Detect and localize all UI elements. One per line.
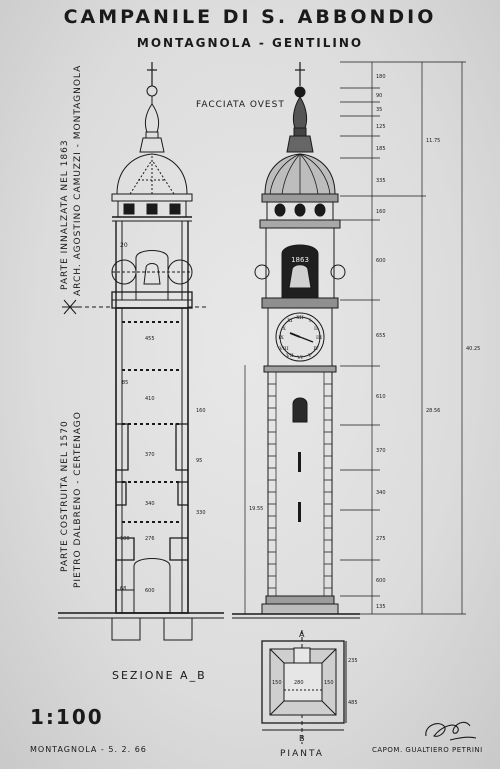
svg-text:100: 100 [120,536,130,542]
svg-text:19.55: 19.55 [249,506,263,512]
sheet-title: CAMPANILE DI S. ABBONDIO [63,6,437,28]
svg-text:135: 135 [376,604,386,610]
svg-text:275: 275 [376,536,386,542]
svg-text:XII: XII [296,315,304,321]
author-label: CAPOM. GUALTIERO PETRINI [372,746,483,754]
svg-text:IX: IX [278,335,284,341]
cross-icon [295,62,305,86]
scale-label: 1:100 [30,705,104,729]
sheet-subtitle: MONTAGNOLA - GENTILINO [136,36,364,50]
svg-text:II: II [314,326,318,332]
svg-text:85: 85 [122,380,128,386]
svg-text:600: 600 [376,258,386,264]
svg-text:180: 180 [376,74,386,80]
place-date-label: MONTAGNOLA - 5. 2. 66 [30,745,147,754]
svg-text:150: 150 [324,680,334,686]
svg-text:455: 455 [145,336,155,342]
section-marker-a: A [299,630,305,639]
svg-text:276: 276 [145,536,155,542]
svg-text:40.25: 40.25 [466,346,480,352]
svg-text:235: 235 [348,658,358,664]
svg-text:485: 485 [348,700,358,706]
svg-text:11.75: 11.75 [426,138,440,144]
svg-text:150: 150 [272,680,282,686]
svg-text:340: 340 [376,490,386,496]
svg-text:610: 610 [376,394,386,400]
signature-mark [425,721,477,741]
svg-text:160: 160 [376,209,386,215]
svg-text:68: 68 [120,586,126,592]
svg-text:335: 335 [376,178,386,184]
svg-text:X: X [282,326,286,332]
svg-text:410: 410 [145,396,155,402]
cross-icon [147,62,157,86]
svg-text:340: 340 [145,501,155,507]
svg-text:90: 90 [376,93,382,99]
svg-text:280: 280 [294,680,304,686]
dimension-lines: 180 90 35 125 185 335 160 600 655 610 37… [244,61,480,615]
plan-label: PIANTA [280,749,324,759]
clock-face-icon: XII VI IX III XI I X II VIII IV VII V [275,312,325,362]
bell-icon [111,259,193,285]
svg-text:VI: VI [296,355,303,361]
svg-text:20: 20 [120,242,128,249]
svg-text:600: 600 [376,578,386,584]
svg-text:III: III [316,335,322,341]
plan-drawing: 150 280 150 485 235 A B [261,630,358,744]
svg-text:XI: XI [287,318,293,324]
svg-text:160: 160 [196,408,206,414]
elevation-tower: 1863 XII VI IX III XI I X II VIII [232,62,360,619]
svg-text:370: 370 [145,452,155,458]
svg-text:185: 185 [376,146,386,152]
svg-text:125: 125 [376,124,386,130]
svg-text:V: V [307,353,312,359]
svg-text:95: 95 [196,458,202,464]
svg-text:600: 600 [145,588,155,594]
bell-year-label: 1863 [291,256,309,264]
section-tower: 20 [58,62,224,641]
svg-text:VIII: VIII [278,346,289,352]
west-facade-label: FACCIATA OVEST [196,100,285,110]
svg-text:35: 35 [376,107,382,113]
section-marker-b: B [299,734,305,743]
svg-text:I: I [309,318,311,324]
svg-text:330: 330 [196,510,206,516]
svg-text:28.56: 28.56 [426,408,440,414]
svg-text:655: 655 [376,333,386,339]
svg-text:370: 370 [376,448,386,454]
svg-text:IV: IV [313,346,319,352]
svg-text:VII: VII [285,353,294,359]
bell-icon [288,264,312,289]
section-label: SEZIONE A_B [112,669,207,682]
